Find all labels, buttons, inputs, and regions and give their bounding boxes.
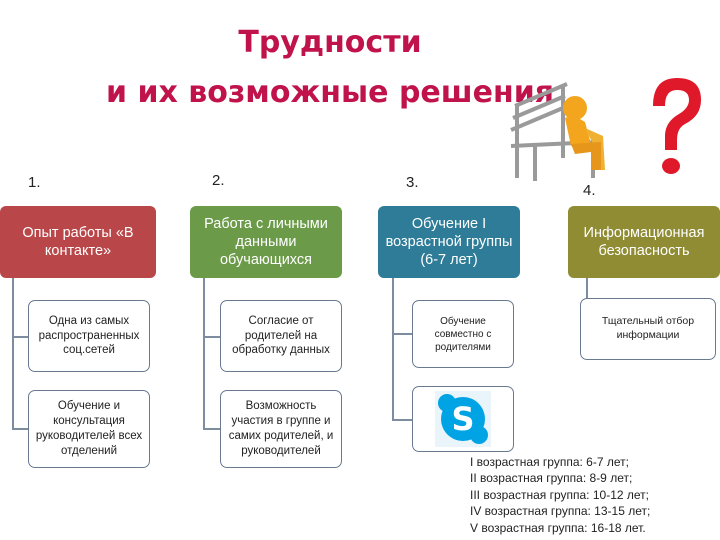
column-2-item-2: Возможность участия в группе и самих род… (220, 390, 342, 468)
column-1-item-2: Обучение и консультация руководителей вс… (28, 390, 150, 468)
column-3-item-2: S (412, 386, 514, 452)
column-4-heading: Информационная безопасность (568, 206, 720, 278)
slide-title-line-2: и их возможные решения (106, 75, 554, 110)
legend-line-4: IV возрастная группа: 13-15 лет; (470, 504, 651, 519)
column-number-3: 3. (406, 174, 419, 191)
column-number-2: 2. (212, 172, 225, 189)
legend-line-5: V возрастная группа: 16-18 лет. (470, 520, 646, 535)
legend-line-3: III возрастная группа: 10-12 лет; (470, 487, 649, 502)
skype-logo-icon: S (435, 391, 491, 447)
age-groups-legend: I возрастная группа: 6-7 лет; II возраст… (470, 454, 650, 536)
column-1-item-1: Одна из самых распространенных соц.сетей (28, 300, 150, 372)
column-3-item-1: Обучение совместно с родителями (412, 300, 514, 368)
legend-line-1: I возрастная группа: 6-7 лет; (470, 455, 629, 469)
column-2-heading: Работа с личными данными обучающихся (190, 206, 342, 278)
thinking-figure-on-bench-with-question-mark-icon (510, 78, 701, 181)
column-4-item-1: Тщательный отбор информации (580, 298, 716, 360)
slide-title-line-1: Трудности (238, 25, 422, 60)
column-number-1: 1. (28, 174, 41, 191)
legend-line-2: II возрастная группа: 8-9 лет; (470, 471, 633, 486)
column-3-heading: Обучение I возрастной группы (6-7 лет) (378, 206, 520, 278)
column-number-4: 4. (583, 182, 596, 199)
svg-text:S: S (451, 400, 474, 438)
column-2-item-1: Согласие от родителей на обработку данны… (220, 300, 342, 372)
column-1-heading: Опыт работы «В контакте» (0, 206, 156, 278)
